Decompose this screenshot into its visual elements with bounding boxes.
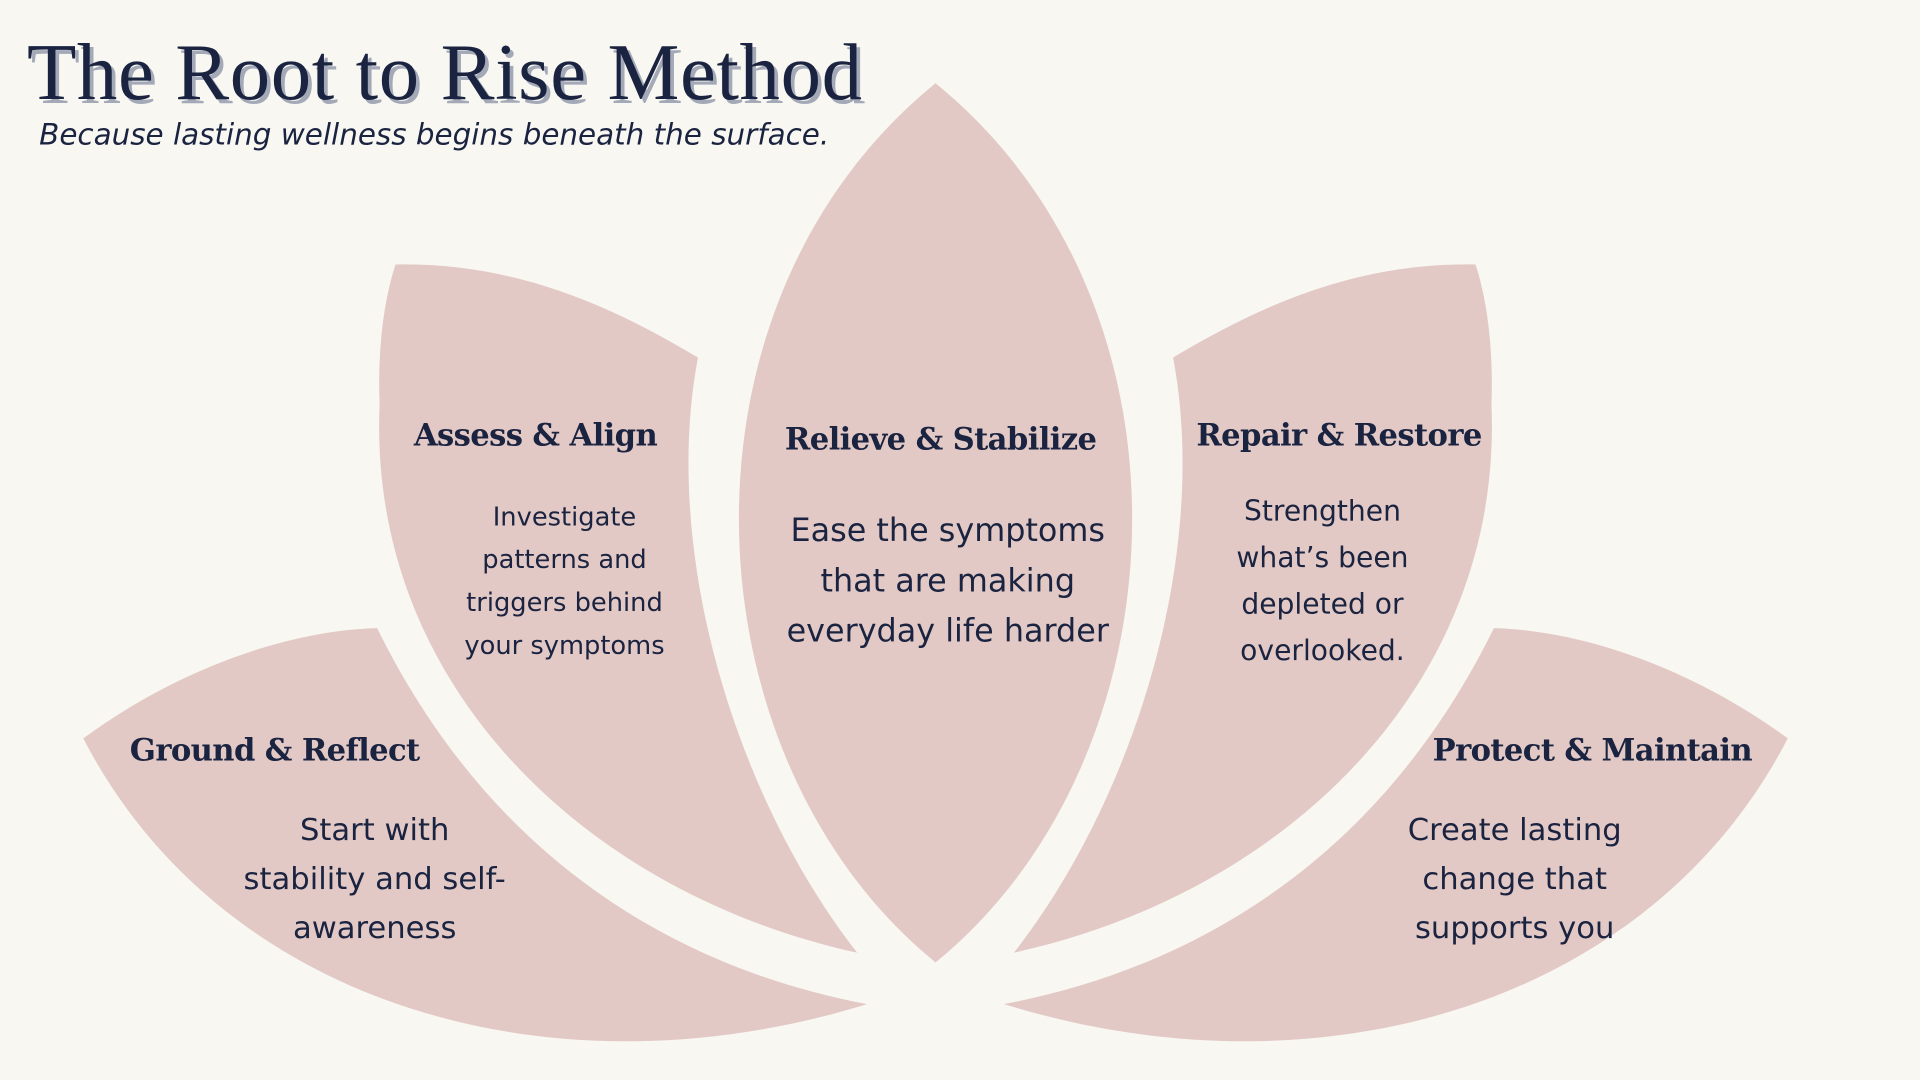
petal-text: Strengthen what’s been depleted or overl…	[1236, 495, 1409, 668]
petal-relieve-stabilize	[738, 83, 1133, 963]
petal-text: Create lasting change that supports you	[1407, 811, 1622, 946]
petal-heading: Protect & Maintain	[1432, 732, 1753, 768]
petal-heading: Relieve & Stabilize	[784, 421, 1097, 457]
petal-heading: Ground & Reflect	[129, 732, 420, 768]
petal-protect-maintain	[1004, 628, 1788, 1042]
petal-text: Start with stability and self- awareness	[243, 811, 506, 946]
petal-repair-restore	[1013, 264, 1492, 953]
petal-text: Investigate patterns and triggers behind…	[464, 502, 665, 661]
page-title: The Root to Rise Method	[26, 28, 863, 118]
petal-heading: Assess & Align	[413, 417, 658, 454]
petal-heading: Repair & Restore	[1196, 417, 1482, 454]
page-subtitle: Because lasting wellness begins beneath …	[39, 117, 830, 152]
petal-ground-reflect	[83, 628, 867, 1042]
petal-text: Ease the symptoms that are making everyd…	[786, 513, 1109, 651]
petal-assess-align	[379, 264, 858, 953]
